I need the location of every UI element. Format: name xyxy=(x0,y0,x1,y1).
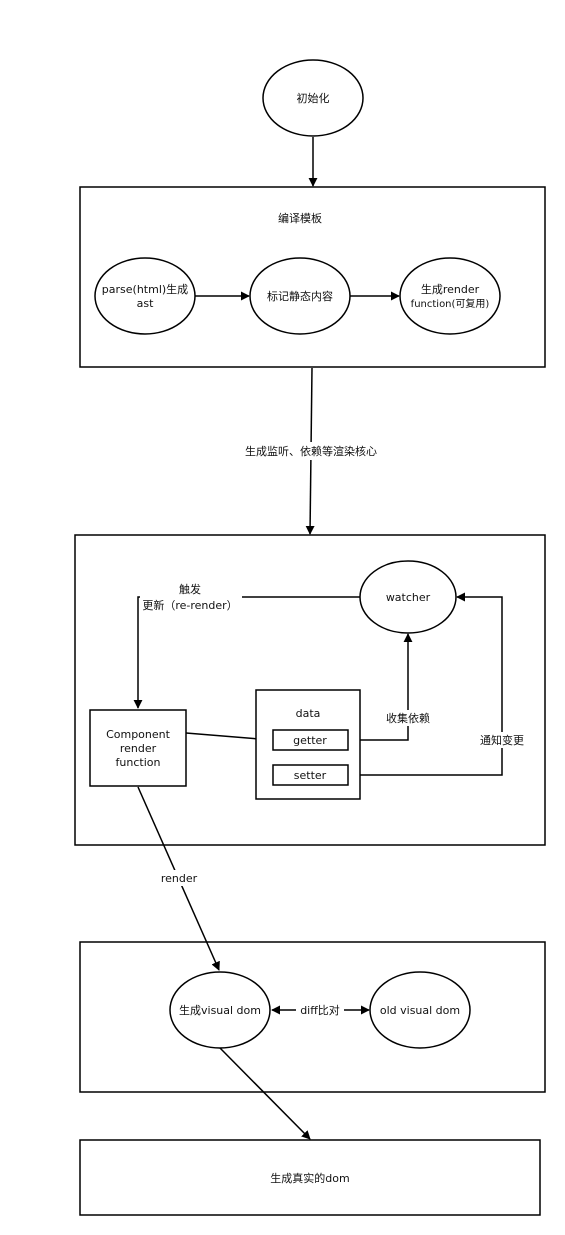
mark-static-label: 标记静态内容 xyxy=(267,289,333,303)
component-label-line3: function xyxy=(116,756,161,769)
watcher-label: watcher xyxy=(386,591,431,604)
component-label-line1: Component xyxy=(106,728,171,741)
getter-label: getter xyxy=(293,734,327,747)
setter-node xyxy=(272,764,349,786)
diff-label: diff比对 xyxy=(300,1003,340,1017)
setter-label: setter xyxy=(294,769,327,782)
watcher-node xyxy=(359,560,457,634)
collect-label-bg xyxy=(380,710,436,726)
gen-render-label-line1: 生成render xyxy=(421,282,480,296)
init-label: 初始化 xyxy=(297,91,330,105)
getter-node xyxy=(272,729,349,751)
compile-to-core-label-bg xyxy=(232,442,390,460)
diff-label-bg xyxy=(296,1002,344,1018)
component-label-line2: render xyxy=(120,742,157,755)
real-dom-label: 生成真实的dom xyxy=(270,1171,349,1185)
vdom-to-real-dom-arrow xyxy=(219,1047,311,1140)
trigger-label-bg xyxy=(140,582,242,612)
render-core-box xyxy=(74,534,546,846)
setter-notify-arrow xyxy=(348,592,503,776)
parse-label-line1: parse(html)生成 xyxy=(102,282,188,296)
mark-static-node xyxy=(249,257,351,335)
watcher-trigger-arrow xyxy=(133,596,361,709)
trigger-label-line1: 触发 xyxy=(179,582,201,596)
parse-node xyxy=(94,257,196,335)
gen-vdom-node xyxy=(169,971,271,1049)
trigger-label-line2: 更新（re-render） xyxy=(142,598,237,612)
component-render-node xyxy=(89,709,187,787)
collect-deps-label: 收集依赖 xyxy=(386,711,430,725)
gen-render-node xyxy=(399,257,501,335)
data-label: data xyxy=(296,707,321,720)
parse-label-line2: ast xyxy=(137,297,154,310)
gen-render-label-line2: function(可复用) xyxy=(411,297,490,310)
init-node xyxy=(262,59,364,137)
visual-dom-box xyxy=(79,941,546,1093)
real-dom-box xyxy=(79,1139,541,1216)
old-vdom-node xyxy=(369,971,471,1049)
compile-to-core-label: 生成监听、依赖等渲染核心 xyxy=(245,444,377,458)
gen-vdom-label: 生成visual dom xyxy=(179,1003,261,1017)
render-label: render xyxy=(161,872,198,885)
compile-template-title: 编译模板 xyxy=(278,211,322,225)
notify-label-bg xyxy=(475,732,529,748)
render-label-bg xyxy=(158,870,200,886)
notify-change-label: 通知变更 xyxy=(480,733,524,747)
getter-collect-arrow xyxy=(348,633,413,741)
old-vdom-label: old visual dom xyxy=(380,1004,460,1017)
compile-template-box xyxy=(79,186,546,368)
